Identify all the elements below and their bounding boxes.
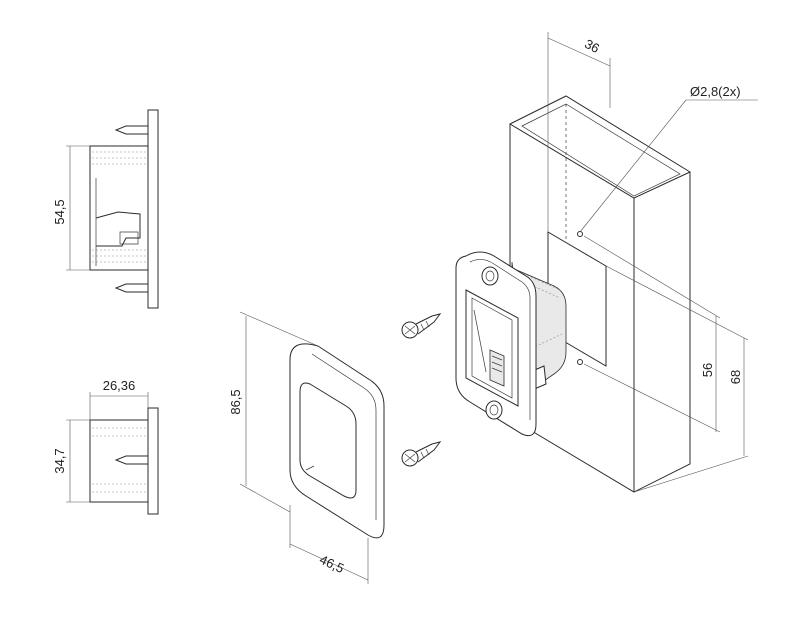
dim-top-height: 34,7 [52,448,67,473]
side-view-body [89,145,149,271]
hole-lower [577,359,583,365]
dim-plate-height: 86,5 [228,389,243,414]
strike-cavity [465,289,519,407]
top-view-plate [147,407,159,515]
screw-lower [401,441,442,467]
strike-latch [489,349,505,387]
side-view-screw-top [114,125,148,135]
side-view: 54,5 [52,109,159,309]
dim-plate-width: 46,5 [317,552,346,576]
side-view-screw-bottom [114,283,148,293]
faceplate-hole-bottom [485,400,503,420]
dim-hole-spec: Ø2,8(2x) [690,84,741,99]
strike-assembly [455,251,567,437]
cover-plate: 86,5 46,5 [228,311,385,584]
top-view: 26,36 34,7 [52,378,159,515]
top-view-screw [114,455,148,465]
screw-upper [401,313,442,339]
hole-upper [577,231,583,237]
dim-side-height: 54,5 [52,199,67,224]
faceplate-hole-top [481,266,499,286]
dim-box-depth: 36 [582,36,602,56]
dim-box-height: 68 [728,370,743,384]
dim-top-depth: 26,36 [103,378,136,393]
dim-hole-spacing: 56 [700,363,715,377]
cover-plate-window [299,382,357,499]
mounting-box: 36 Ø2,8(2x) 56 68 [509,32,758,493]
side-view-plate [147,109,159,309]
